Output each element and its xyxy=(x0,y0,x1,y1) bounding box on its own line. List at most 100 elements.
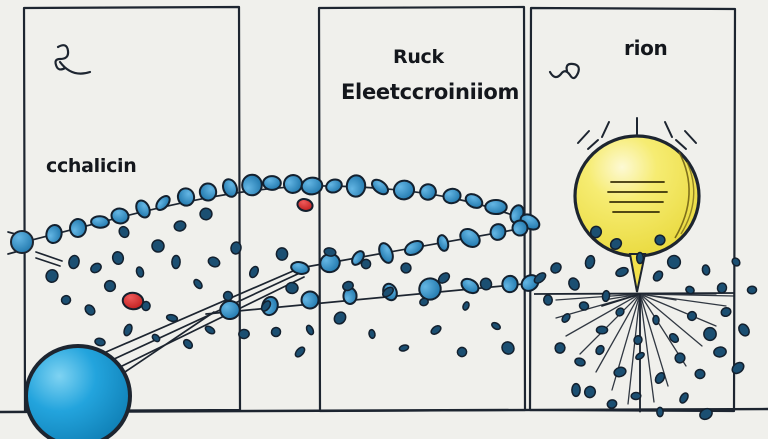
particle xyxy=(290,261,310,275)
particle xyxy=(460,277,480,295)
particle xyxy=(371,178,389,196)
particle xyxy=(491,321,501,331)
particle xyxy=(141,300,151,312)
particle xyxy=(554,342,566,354)
particle xyxy=(701,264,711,276)
particle xyxy=(635,251,645,265)
particle xyxy=(713,346,727,358)
particle xyxy=(392,179,416,201)
particle xyxy=(542,294,554,306)
burst-axis-horizontal xyxy=(533,292,736,295)
particle xyxy=(694,368,706,380)
particle xyxy=(398,344,410,352)
series-second-lower-ray xyxy=(219,274,540,321)
particle xyxy=(574,357,586,367)
particle xyxy=(198,182,218,202)
particle xyxy=(720,306,732,318)
particle xyxy=(738,323,750,337)
particle xyxy=(110,207,130,225)
particle xyxy=(550,262,562,274)
particle xyxy=(241,173,263,197)
particle xyxy=(578,301,590,311)
particle xyxy=(656,406,664,418)
particle xyxy=(342,280,354,292)
particle xyxy=(533,272,547,284)
particle xyxy=(300,176,324,196)
particle xyxy=(456,346,468,358)
particle xyxy=(595,344,605,356)
particle xyxy=(207,256,221,268)
particle xyxy=(382,286,394,298)
particle xyxy=(118,225,130,239)
particle xyxy=(674,352,686,364)
particle xyxy=(571,382,581,398)
particle xyxy=(90,215,110,229)
series-red-markers xyxy=(121,198,314,311)
particle xyxy=(285,281,299,295)
particle xyxy=(731,361,745,375)
particle xyxy=(199,207,213,221)
particle xyxy=(633,334,643,346)
particle xyxy=(270,326,282,338)
particle xyxy=(345,174,367,198)
particle xyxy=(378,242,394,264)
particle xyxy=(151,333,161,343)
particle xyxy=(703,326,717,342)
label-panel-three: rion xyxy=(624,36,668,60)
particle xyxy=(699,407,713,421)
series-lower-particle-ray xyxy=(290,219,529,275)
particle xyxy=(583,385,597,399)
particle xyxy=(165,313,179,323)
particle xyxy=(511,219,529,237)
emission-rays-icon xyxy=(577,117,697,150)
particle xyxy=(668,332,680,344)
particle xyxy=(135,199,151,219)
particle xyxy=(479,277,493,291)
particle xyxy=(45,224,63,244)
particle xyxy=(419,297,429,307)
particle xyxy=(238,328,250,340)
particle xyxy=(135,266,145,278)
particle xyxy=(436,234,450,252)
particle xyxy=(300,290,320,310)
particle xyxy=(442,187,462,205)
particle xyxy=(666,254,682,270)
particle xyxy=(204,325,216,335)
particle xyxy=(360,258,372,270)
particle xyxy=(260,300,272,312)
particle xyxy=(404,239,424,257)
blue-sphere xyxy=(24,344,132,439)
particle xyxy=(615,307,625,317)
particle xyxy=(419,183,437,201)
particle xyxy=(606,399,618,409)
particle xyxy=(325,178,343,194)
particle xyxy=(731,257,741,267)
particle xyxy=(262,175,282,191)
particle xyxy=(613,366,627,378)
particle xyxy=(635,351,645,361)
particle xyxy=(305,324,315,336)
yellow-balloon xyxy=(573,134,701,293)
label-panel-two-subtitle: Eleetccroiniiom xyxy=(341,80,520,104)
particle xyxy=(462,301,470,311)
particle xyxy=(654,234,666,246)
particle xyxy=(601,289,611,303)
series-upper-particle-arc xyxy=(12,173,541,253)
particle xyxy=(275,247,289,261)
particle xyxy=(630,391,642,401)
particle xyxy=(400,262,412,274)
particle xyxy=(60,294,72,306)
particle xyxy=(193,278,203,290)
particle xyxy=(296,198,314,212)
left-tick-c xyxy=(35,251,63,262)
particle xyxy=(368,328,376,340)
left-node xyxy=(10,230,34,254)
particle xyxy=(94,337,106,347)
particle xyxy=(176,187,196,207)
series-scatter-cloud-left xyxy=(45,207,515,358)
squiggle-decorations xyxy=(54,44,580,80)
stub-right xyxy=(601,293,641,307)
particle xyxy=(561,313,571,323)
